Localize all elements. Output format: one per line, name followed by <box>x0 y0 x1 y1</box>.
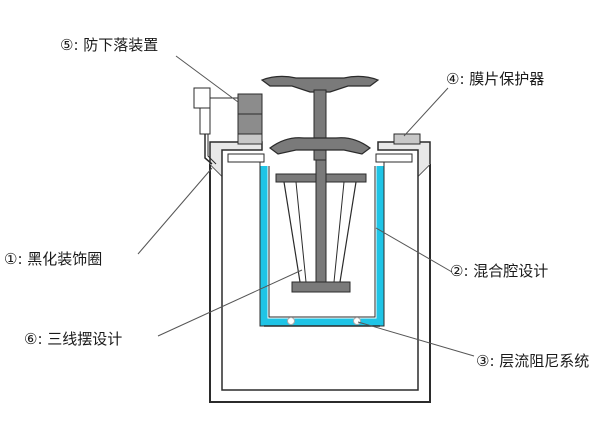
label-mixing-chamber: ②: 混合腔设计 <box>450 262 548 280</box>
fall-prevention-device <box>193 87 263 165</box>
leader-mixing-chamber <box>375 227 453 273</box>
leader-membrane-protector <box>403 87 449 137</box>
triple-swing-pendulum <box>275 159 367 293</box>
leader-lines <box>137 55 475 357</box>
label-fall-prevention: ⑤: 防下落装置 <box>60 36 158 54</box>
leader-black-trim-ring <box>137 167 213 255</box>
top-wheel-plate <box>260 75 380 93</box>
laminar-damping-system <box>264 317 380 327</box>
label-membrane-protector: ④: 膜片保护器 <box>446 70 544 88</box>
inner-cone-plate <box>268 137 372 155</box>
label-laminar-damping: ③: 层流阻尼系统 <box>476 352 589 370</box>
leader-laminar-damping <box>357 321 475 357</box>
black-trim-ring <box>209 141 431 176</box>
leader-triple-swing <box>157 269 303 337</box>
leader-fall-prevention <box>175 55 239 103</box>
label-black-trim-ring: ①: 黑化装饰圈 <box>4 250 102 268</box>
label-triple-swing: ⑥: 三线摆设计 <box>24 330 122 348</box>
